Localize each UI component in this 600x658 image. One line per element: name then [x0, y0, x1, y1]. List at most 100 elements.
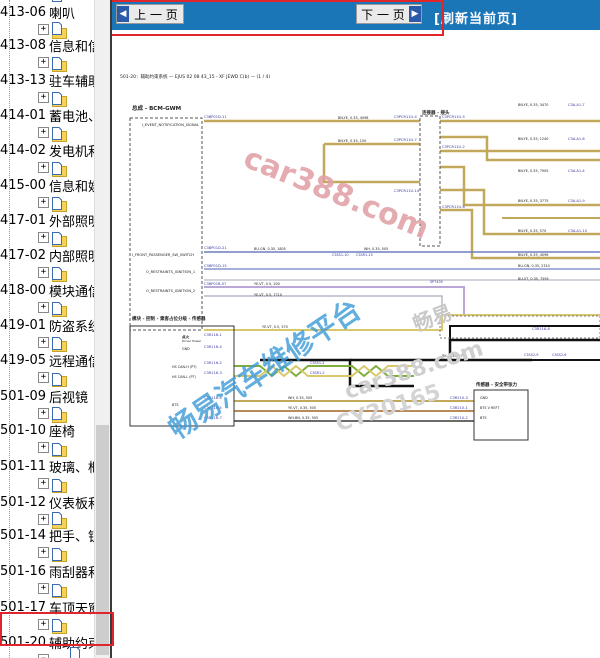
connector-label: C3PCR11U-2: [442, 145, 465, 149]
document-icon[interactable]: [52, 230, 62, 245]
splice-label: C3SS1-2: [310, 361, 324, 365]
connector-label: C3A-A1-4: [568, 169, 585, 173]
document-icon[interactable]: [52, 405, 62, 420]
next-page-label: 下 一 页: [361, 7, 405, 22]
tree-item-code: 414-01: [0, 107, 47, 123]
prev-page-label: 上 一 页: [134, 7, 178, 22]
tree-expander-icon[interactable]: −: [38, 654, 49, 658]
document-icon[interactable]: [52, 335, 62, 350]
document-icon[interactable]: [52, 160, 62, 175]
tree-expander-icon[interactable]: +: [38, 127, 49, 138]
tree-item-label: 远程通信: [49, 354, 94, 370]
tree-expander-icon[interactable]: +: [38, 57, 49, 68]
bcm-pin-label: O_RESTRAINTS_IGNITION_2: [146, 289, 195, 293]
diagram-boxes: [129, 115, 600, 441]
belt-sensor-label: 传感器 - 安全带张力: [475, 381, 518, 388]
document-icon[interactable]: [52, 265, 62, 280]
document-icon[interactable]: [52, 20, 62, 35]
scrollbar-thumb[interactable]: [96, 425, 109, 655]
document-icon[interactable]: [52, 582, 62, 597]
connector-label: C3R116-5: [204, 406, 222, 410]
tree-item[interactable]: 419-01防盗系统: [0, 315, 94, 335]
folder-icon[interactable]: [52, 654, 67, 658]
connector-label: C3PCR11U-8: [442, 205, 465, 209]
tree-expander-icon[interactable]: +: [38, 514, 49, 525]
splice-label: C3SR1-2: [310, 371, 325, 375]
tree-item[interactable]: 419-05远程通信: [0, 350, 94, 370]
tree-item-code: 413-13: [0, 72, 47, 88]
tree-expander-icon[interactable]: +: [38, 232, 49, 243]
tree-expander-icon[interactable]: +: [38, 478, 49, 489]
document-icon[interactable]: [52, 90, 62, 105]
tree-item-label: 雨刮器和: [49, 565, 94, 581]
document-icon[interactable]: [52, 195, 62, 210]
document-icon[interactable]: [52, 617, 62, 632]
document-icon[interactable]: [52, 546, 62, 561]
tree-item[interactable]: 413-08信息和信: [0, 35, 94, 55]
document-icon[interactable]: [52, 125, 62, 140]
tree-item[interactable]: 417-02内部照明: [0, 245, 94, 265]
document-icon[interactable]: [70, 645, 80, 658]
sensor-pin-label: BTS V REFT: [480, 406, 500, 410]
tree-expander-icon[interactable]: +: [38, 442, 49, 453]
sidebar-tree: 413-06喇叭+413-08信息和信+413-13驻车辅助+414-01蓄电池…: [0, 0, 94, 658]
tree-expander-icon[interactable]: +: [38, 267, 49, 278]
tree-guide-line: [9, 0, 10, 658]
tree-item-label: 玻璃、框: [49, 460, 94, 476]
tree-expander-icon[interactable]: +: [38, 372, 49, 383]
tree-expander-icon[interactable]: +: [38, 337, 49, 348]
tree-item[interactable]: 414-02发电机和: [0, 140, 94, 160]
connector-label: C3BP01D-15: [204, 264, 227, 268]
tree-expander-icon[interactable]: +: [38, 583, 49, 594]
tree-item-code: 417-02: [0, 247, 47, 263]
wire-label: YE-VT, 0.5, 7710: [254, 293, 282, 297]
connector-label: C3PCR11U-7: [394, 138, 417, 142]
module-bcm-label: 总成 - BCM-GWM: [132, 104, 181, 112]
document-icon[interactable]: [52, 300, 62, 315]
tree-item-code: 501-14: [0, 527, 47, 543]
tree-item[interactable]: 413-13驻车辅助: [0, 70, 94, 90]
tree-expander-icon[interactable]: +: [38, 24, 49, 35]
tree-expander-icon[interactable]: +: [38, 302, 49, 313]
wire-label: BN-YE, 0.35, 570: [518, 229, 546, 233]
wire-label: BK, 0.35, 570: [442, 354, 465, 358]
refresh-page-link[interactable]: [刷新当前页]: [434, 12, 518, 27]
document-icon[interactable]: [52, 55, 62, 70]
occupant-pin-label: HS CAN-H (PT): [172, 365, 197, 369]
tree-expander-icon[interactable]: +: [38, 92, 49, 103]
tree-item[interactable]: 501-12仪表板和: [0, 492, 94, 512]
pane-divider[interactable]: [110, 0, 112, 658]
tree-expander-icon[interactable]: +: [38, 197, 49, 208]
tree-expander-icon[interactable]: +: [38, 547, 49, 558]
tree-item[interactable]: 501-16雨刮器和: [0, 561, 94, 581]
document-icon[interactable]: [52, 371, 62, 386]
tree-expander-icon[interactable]: +: [38, 162, 49, 173]
tree-item[interactable]: 417-01外部照明: [0, 210, 94, 230]
bcm-pin-label: O_RESTRAINTS_IGNITION_1: [146, 270, 195, 274]
tree-expander-icon[interactable]: +: [38, 408, 49, 419]
document-icon[interactable]: [52, 510, 62, 525]
wire-label: WH-BN, 0.35, 505: [288, 416, 318, 420]
arrow-right-icon: ▶: [409, 6, 421, 22]
occupant-pin-label: GND: [182, 347, 190, 351]
tree-expander-icon[interactable]: +: [38, 619, 49, 630]
prev-page-button[interactable]: ◀ 上 一 页: [116, 4, 184, 24]
wire-label: YE-VT, 0.5, 570: [262, 325, 288, 329]
next-page-button[interactable]: 下 一 页 ▶: [356, 4, 422, 24]
document-icon[interactable]: [52, 477, 62, 492]
connector-label: C3PCR11U-4: [394, 115, 417, 119]
wire-label: BU-VT, 0.35, 7595: [518, 277, 549, 281]
sidebar-scrollbar[interactable]: [94, 0, 111, 658]
document-icon[interactable]: [52, 441, 62, 456]
tree-item[interactable]: 418-00模块通信: [0, 280, 94, 300]
wire-label: BN-YE, 0.35, 3775: [518, 199, 548, 203]
tree-item-label: 喇叭: [49, 6, 76, 22]
tree-item[interactable]: 415-00信息和娱: [0, 175, 94, 195]
wire-label: WH, 0.35, 505: [364, 247, 388, 251]
